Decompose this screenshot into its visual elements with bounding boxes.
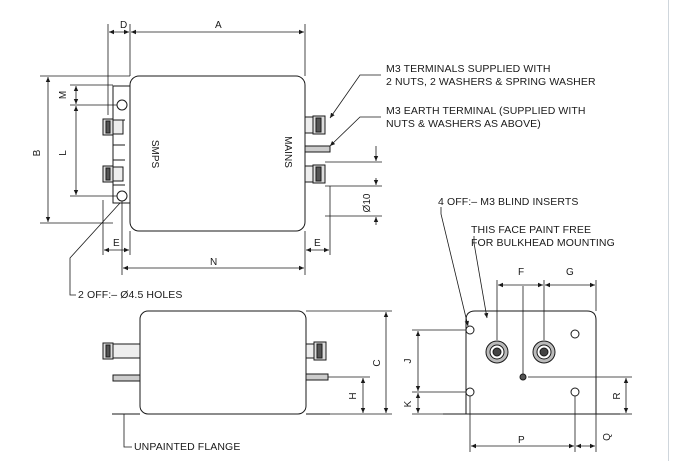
- dim-g-label: G: [566, 267, 574, 278]
- terminal-icon: [304, 164, 326, 184]
- dim-l-label: L: [58, 150, 69, 156]
- dim-c-label: C: [372, 359, 383, 366]
- dim-b-label: B: [32, 149, 43, 156]
- dia10-label: Ø10: [362, 193, 373, 212]
- terminal-icon: [102, 342, 141, 360]
- earth-terminal-icon: [304, 145, 331, 153]
- dim-n-label: N: [210, 257, 217, 268]
- side-view: [102, 310, 330, 415]
- page-edge-divider: [668, 0, 669, 461]
- dim-q-label: Q: [602, 433, 613, 441]
- dim-j-label: J: [403, 359, 414, 364]
- terminal-icon: [532, 340, 556, 364]
- dim-p-label: P: [518, 435, 525, 446]
- dim-k-label: K: [403, 400, 414, 407]
- terminals-note-line2: 2 NUTS, 2 WASHERS & SPRING WASHER: [386, 76, 596, 88]
- top-view-dimensions: [40, 24, 382, 296]
- holes-note: 2 OFF:– Ø4.5 HOLES: [78, 289, 183, 301]
- earth-terminal-icon: [112, 374, 141, 382]
- terminal-icon: [102, 165, 124, 183]
- earth-terminal-icon: [519, 373, 527, 381]
- dim-m-label: M: [58, 91, 69, 99]
- paint-note-line1: THIS FACE PAINT FREE: [471, 224, 591, 236]
- end-view-dimensions: [412, 207, 632, 452]
- terminal-icon: [102, 118, 124, 136]
- dim-e-right-label: E: [314, 238, 321, 249]
- terminal-icon: [485, 340, 509, 364]
- earth-terminal-icon: [305, 373, 329, 381]
- dim-e-left-label: E: [113, 238, 120, 249]
- flange-note: UNPAINTED FLANGE: [134, 441, 240, 453]
- side-view-dimensions: [123, 310, 392, 448]
- earth-note-line1: M3 EARTH TERMINAL (SUPPLIED WITH: [386, 105, 586, 117]
- top-view: [102, 75, 331, 232]
- mains-label: MAINS: [282, 136, 293, 168]
- dim-r-label: R: [612, 392, 623, 399]
- inserts-note: 4 OFF:– M3 BLIND INSERTS: [438, 196, 579, 208]
- terminal-icon: [304, 115, 326, 135]
- dim-d-label: D: [120, 20, 127, 31]
- mounting-hole-icon: [116, 99, 128, 111]
- mounting-hole-icon: [116, 190, 128, 202]
- dim-h-label: H: [348, 392, 359, 399]
- end-view: [443, 310, 620, 415]
- terminals-note-line1: M3 TERMINALS SUPPLIED WITH: [386, 63, 551, 75]
- blind-insert-icon: [570, 329, 580, 339]
- paint-note-line2: FOR BULKHEAD MOUNTING: [471, 237, 615, 249]
- dim-f-label: F: [518, 267, 524, 278]
- smps-label: SMPS: [149, 140, 160, 169]
- dim-a-label: A: [215, 20, 222, 31]
- earth-note-line2: NUTS & WASHERS AS ABOVE): [386, 118, 541, 130]
- terminal-icon: [305, 341, 327, 361]
